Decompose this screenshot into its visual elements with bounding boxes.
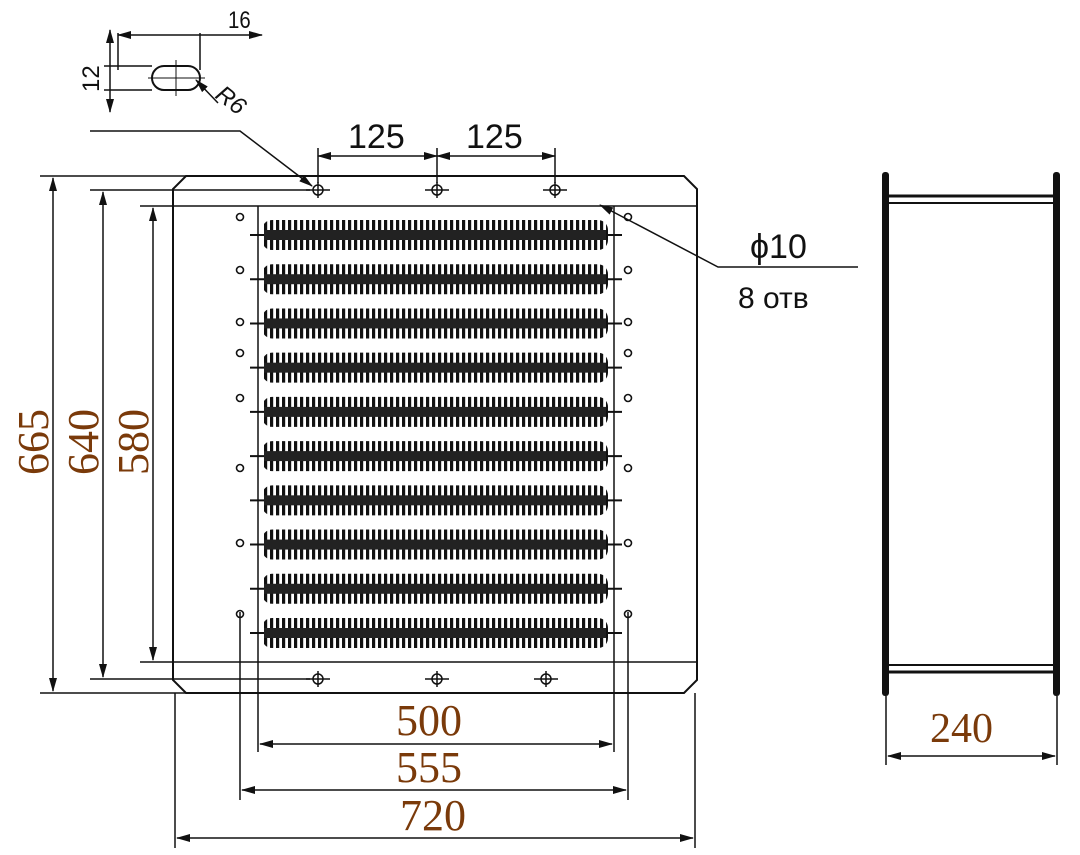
mounting-hole	[543, 182, 567, 198]
mounting-hole	[534, 671, 558, 687]
heating-element-row	[250, 441, 622, 472]
heating-element-row	[250, 264, 622, 295]
slot-height-label: 12	[78, 65, 105, 92]
heating-element-row	[250, 352, 622, 383]
side-hole	[235, 463, 245, 473]
side-hole	[235, 538, 245, 548]
heating-element-row	[250, 573, 622, 604]
side-hole	[623, 538, 633, 548]
hole-spacing-left-label: 125	[348, 118, 405, 156]
height-inner-label: 580	[109, 409, 158, 475]
side-hole	[235, 265, 245, 275]
hole-spacing-right-label: 125	[466, 118, 523, 156]
side-hole	[623, 317, 633, 327]
hole-count-label: 8 отв	[738, 282, 809, 315]
side-holes	[235, 212, 633, 619]
side-hole	[623, 463, 633, 473]
height-mid-label: 640	[59, 409, 108, 475]
heating-elements	[250, 220, 622, 648]
heating-element-row	[250, 485, 622, 516]
heating-element-row	[250, 220, 622, 250]
front-view-frame	[172, 175, 698, 694]
heating-element-row	[250, 396, 622, 427]
heating-element-row	[250, 529, 622, 560]
side-hole	[235, 317, 245, 327]
side-hole	[623, 265, 633, 275]
slot-radius-label: R6	[210, 80, 251, 121]
heating-element-row	[250, 308, 622, 339]
slot-width-label: 16	[228, 6, 251, 33]
side-hole	[235, 212, 245, 222]
side-hole	[235, 393, 245, 403]
mounting-hole	[425, 671, 449, 687]
side-hole	[623, 348, 633, 358]
mounting-hole	[425, 182, 449, 198]
mounting-holes	[306, 182, 567, 687]
width-outer-label: 720	[400, 791, 466, 840]
height-outer-label: 665	[9, 409, 58, 475]
slot-detail	[104, 29, 263, 113]
horizontal-dimensions	[174, 612, 696, 848]
width-mid-label: 555	[396, 743, 462, 792]
vertical-dimensions	[40, 175, 310, 694]
heating-element-row	[250, 618, 622, 648]
top-dimensions	[317, 148, 556, 183]
hole-diameter-label: ϕ10	[750, 228, 807, 266]
width-inner-label: 500	[396, 696, 462, 745]
side-view	[882, 172, 1060, 765]
side-hole	[235, 348, 245, 358]
side-hole	[623, 393, 633, 403]
depth-label: 240	[930, 706, 993, 752]
detail-leader-line	[90, 130, 313, 187]
hole-diameter-leader	[599, 204, 858, 268]
